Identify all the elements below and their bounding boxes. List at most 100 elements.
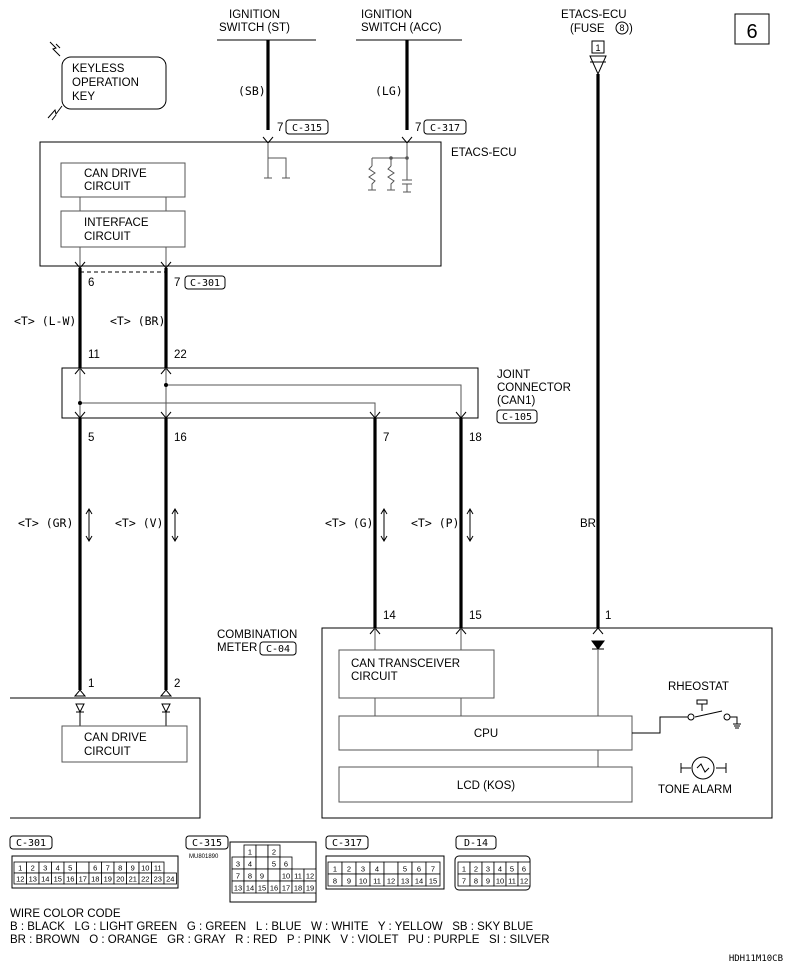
- connector-pin-number: 11: [508, 877, 516, 886]
- ig-st-connector: C-315: [292, 123, 322, 134]
- etacs-connector: C-301: [190, 278, 220, 289]
- connector-pin-number: 10: [496, 877, 504, 886]
- meter-pin-15: 15: [469, 610, 482, 622]
- joint-connector-id: C-105: [502, 412, 532, 423]
- connector-pin-number: 17: [79, 875, 87, 884]
- connector-pin-number: 12: [520, 877, 528, 886]
- bottom-unit-outline: [10, 697, 201, 819]
- joint-connector-box: [61, 367, 479, 419]
- keyless-key-box: [61, 56, 167, 110]
- fuse-source-label-end: ): [629, 23, 633, 35]
- connector-pin-number: 9: [486, 877, 490, 886]
- joint-label-3: (CAN1): [497, 395, 536, 407]
- connector-pin-number: 8: [474, 877, 478, 886]
- connector-cell: [517, 873, 531, 887]
- bottom-can-drive-2: CIRCUIT: [84, 746, 131, 758]
- wire-br-power-label: BR: [580, 518, 596, 530]
- ig-acc-connector: C-317: [430, 123, 460, 134]
- keyless-line1: KEYLESS: [72, 63, 125, 75]
- joint-pin-22: 22: [174, 349, 187, 361]
- connector-pin-number: 14: [246, 884, 254, 893]
- connector-pin-number: 8: [118, 864, 122, 873]
- c315-part-number: MU801890: [189, 854, 219, 860]
- radio-signal-icon: [49, 41, 61, 57]
- connector-pin-number: 18: [294, 884, 302, 893]
- connector-pin-number: 16: [270, 884, 278, 893]
- connector-pin-number: 14: [415, 877, 423, 886]
- fuse-number-circle: [615, 21, 629, 35]
- connector-cell: [383, 861, 399, 875]
- svg-text:D-14: D-14: [464, 838, 488, 849]
- connector-cell: [425, 873, 441, 887]
- joint-label-2: CONNECTOR: [497, 382, 571, 394]
- connector-pin-number: 16: [66, 875, 74, 884]
- connector-pin-number: 1: [462, 865, 466, 874]
- connector-pin-number: 8: [248, 872, 252, 881]
- buzzer-icon: [680, 763, 727, 773]
- connector-pin-number: 4: [248, 860, 252, 869]
- connector-pin-number: 9: [131, 864, 135, 873]
- fuse-source-label-2: (FUSE: [570, 23, 605, 35]
- svg-text:C-317: C-317: [332, 838, 362, 849]
- connector-pin-number: 20: [116, 875, 124, 884]
- cpu-box: [338, 715, 633, 751]
- radio-signal-icon-2: [47, 105, 63, 121]
- connector-pin-number: 9: [260, 872, 264, 881]
- signal-arrow-2: [171, 508, 179, 542]
- connector-cell: [163, 872, 177, 885]
- connector-pin-number: 1: [248, 848, 252, 857]
- connector-pin-number: 11: [373, 877, 381, 886]
- connector-pin-number: 7: [431, 865, 435, 874]
- connector-pin-number: 4: [498, 865, 502, 874]
- connector-pin-number: 13: [29, 875, 37, 884]
- ig-acc-label-2: SWITCH (ACC): [361, 22, 442, 34]
- color-code-line2: BR : BROWN O : ORANGE GR : GRAY R : RED …: [10, 934, 550, 946]
- connector-pin-number: 5: [403, 865, 407, 874]
- bottom-unit-pin-1: 1: [88, 678, 94, 690]
- connector-pin-number: 19: [306, 884, 314, 893]
- meter-label-2: METER: [217, 642, 257, 654]
- connector-pin-number: 23: [154, 875, 162, 884]
- connector-pin-number: 11: [294, 872, 302, 881]
- connector-pin-number: 5: [68, 864, 72, 873]
- tone-alarm-label: TONE ALARM: [658, 784, 732, 796]
- interface-1: INTERFACE: [84, 217, 149, 229]
- connector-pin-number: 4: [56, 864, 60, 873]
- fuse-terminal-arrow: [589, 55, 607, 76]
- connector-cell: [255, 844, 269, 858]
- bottom-unit-pin-2: 2: [174, 678, 180, 690]
- joint-pin-16: 16: [174, 432, 187, 444]
- lcd-box: [338, 766, 633, 803]
- meter-pin-14: 14: [383, 610, 396, 622]
- connector-cell: [267, 868, 281, 882]
- etacs-ecu-label: ETACS-ECU: [451, 147, 517, 159]
- meter-connector: C-04: [266, 644, 290, 655]
- ig-acc-label-1: IGNITION: [361, 9, 412, 21]
- etacs-can-drive-2: CIRCUIT: [84, 181, 131, 193]
- bottom-can-drive-box: [61, 725, 188, 763]
- connector-pin-number: 3: [43, 864, 47, 873]
- keyless-line2: OPERATION: [72, 77, 139, 89]
- can-transceiver-box: [338, 649, 495, 699]
- etacs-pin-left: 6: [88, 277, 94, 289]
- connector-pin-number: 2: [31, 864, 35, 873]
- lcd-label: LCD (KOS): [457, 780, 515, 792]
- connector-pin-number: 5: [272, 860, 276, 869]
- connector-cell: [76, 861, 90, 874]
- ig-st-wire-color: (SB): [238, 84, 266, 98]
- svg-text:C-315: C-315: [192, 838, 222, 849]
- connector-pin-number: 6: [284, 860, 288, 869]
- fuse-pin-box: [591, 40, 605, 54]
- connector-pin-number: 10: [282, 872, 290, 881]
- page-number-box: [734, 13, 770, 45]
- connector-pin-number: 15: [258, 884, 266, 893]
- color-code-title: WIRE COLOR CODE: [10, 908, 121, 920]
- diagram-code: HDH11M10CB: [729, 954, 783, 964]
- connector-pin-number: 19: [104, 875, 112, 884]
- keyless-line3: KEY: [72, 91, 95, 103]
- interface-2: CIRCUIT: [84, 231, 131, 243]
- connector-pin-number: 9: [347, 877, 351, 886]
